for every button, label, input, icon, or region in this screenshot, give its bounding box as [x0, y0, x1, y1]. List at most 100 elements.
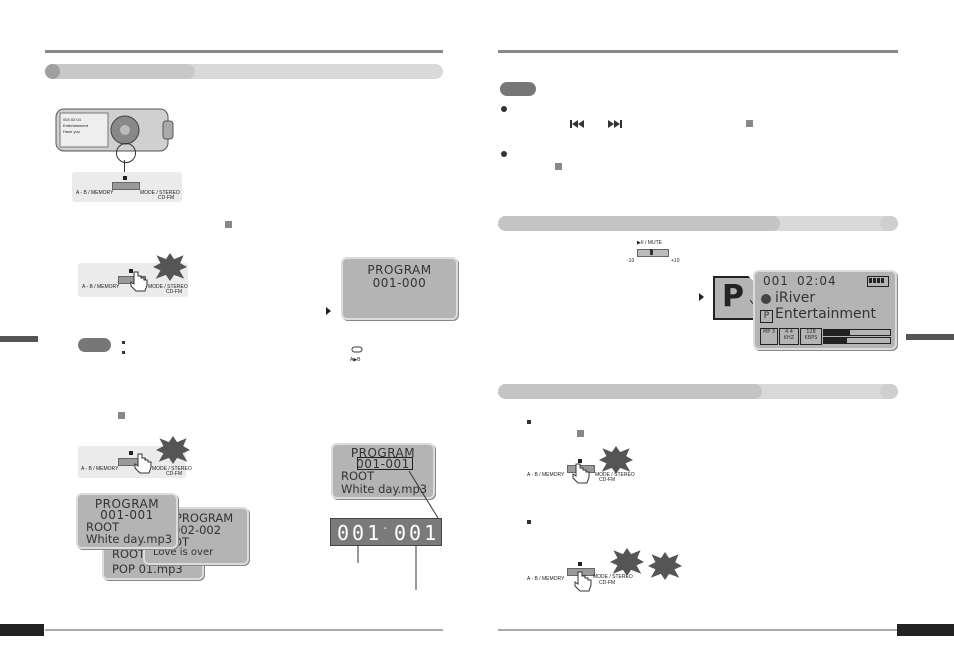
right-bullet-3: [527, 420, 531, 424]
lcd2-title: PROGRAM: [350, 446, 416, 460]
stack1-row2: White day.mp3: [86, 532, 173, 546]
memory-label-2: A - B / MEMORY: [82, 284, 120, 290]
player-track: 001: [763, 274, 789, 288]
right-memory-label-2: A - B / MEMORY: [527, 576, 565, 582]
right-marker-1: [746, 120, 753, 127]
scale-right: +10: [671, 258, 680, 264]
number-highlight: [357, 457, 413, 470]
stack2-row2: Love is over: [153, 547, 214, 558]
memory-label-3: A - B / MEMORY: [81, 466, 119, 472]
badge-kbps: 128 KBPS: [800, 328, 822, 345]
right-bullet-2: [501, 151, 507, 157]
big-right: 001: [394, 521, 440, 545]
press-burst-5: [648, 552, 682, 580]
note-bullet-1: [122, 341, 125, 344]
zoom-lines: [357, 470, 439, 590]
arrow-right-icon-2: [699, 293, 704, 301]
player-device: 004 02:04 Entertainment Have you: [55, 105, 175, 155]
mode-label-3: MODE / STEREO: [152, 466, 192, 472]
big-number-display: 001 - 001: [330, 518, 442, 546]
battery-icon: [867, 276, 889, 287]
cdfm-label-2: CD-FM: [166, 289, 183, 295]
right-section-band-2: [498, 384, 898, 399]
left-section-band: [45, 64, 443, 79]
press-burst-1: [153, 253, 187, 281]
left-bottom-rule: [45, 629, 443, 631]
right-marker-3: [577, 430, 584, 437]
hand-icon-4: [574, 571, 592, 592]
right-mode-label-1: MODE / STEREO: [595, 472, 635, 478]
left-top-rule: [45, 50, 443, 53]
mode-slider[interactable]: [112, 182, 140, 190]
lcd2-number: 001-001: [356, 457, 410, 471]
device-line3: Have you: [63, 129, 80, 134]
callout-line: [124, 160, 125, 172]
right-memory-label-1: A - B / MEMORY: [527, 472, 565, 478]
volume-slider[interactable]: [637, 249, 669, 257]
stack1-row1: ROOT: [86, 520, 120, 534]
right-cdfm-label-2: CD-FM: [599, 580, 616, 586]
lcd-program-2: PROGRAM 001-001 ROOT White day.mp3: [331, 443, 435, 499]
device-line2: Entertainment: [63, 123, 88, 128]
lcd-program-number: 001-000: [372, 276, 427, 290]
lcd-program: PROGRAM 001-000: [341, 257, 458, 320]
stack1-title: PROGRAM: [94, 497, 160, 511]
stack1-number: 001-001: [100, 508, 154, 522]
right-top-rule: [498, 50, 898, 53]
level-bar-l: [823, 329, 891, 336]
stack2-title: PROGRAM: [175, 511, 234, 525]
right-note-pill: [500, 82, 536, 96]
big-sep: -: [382, 523, 392, 534]
cdfm-label-3: CD-FM: [166, 471, 183, 477]
left-side-tab: [0, 336, 38, 342]
press-burst-4: [610, 548, 644, 576]
right-cdfm-label-1: CD-FM: [599, 477, 616, 483]
right-bottom-rule: [498, 629, 898, 631]
artist-icon: [761, 294, 771, 304]
player-time: 02:04: [797, 274, 837, 288]
right-bullet-1: [501, 106, 507, 112]
badge-khz: 4 4 KHZ: [779, 328, 799, 345]
hand-icon: [130, 271, 148, 292]
stack-lcd-1: PROGRAM 001-001 ROOT White day.mp3: [76, 493, 178, 549]
right-marker-2: [555, 163, 562, 170]
left-page-tab: [0, 624, 44, 636]
memory-label: A - B / MEMORY: [76, 190, 114, 196]
p-small-icon: P: [760, 310, 773, 323]
big-left: 001: [337, 521, 383, 545]
ab-label: A▶B: [350, 357, 361, 363]
mode-label: MODE / STEREO: [140, 190, 180, 196]
slider-panel-1: A - B / MEMORY MODE / STEREO CD-FM: [72, 172, 182, 202]
cdfm-label: CD-FM: [158, 195, 175, 201]
note-pill: [78, 338, 111, 352]
lcd2-row1: ROOT: [341, 469, 375, 483]
lcd-program-title: PROGRAM: [367, 263, 432, 277]
right-section-band-1: [498, 216, 898, 231]
mute-label: ▶II / MUTE: [637, 240, 662, 246]
level-bar-r: [823, 337, 891, 344]
player-artist: iRiver: [775, 290, 816, 306]
stack4-row1: ROOT: [112, 547, 146, 561]
arrow-right-icon: [326, 307, 331, 315]
badge-mp3: MP 3: [760, 328, 778, 345]
right-side-tab: [906, 334, 954, 340]
repeat-icon: [351, 346, 363, 353]
p-badge-letter: P: [722, 279, 744, 314]
mode-label-2: MODE / STEREO: [148, 284, 188, 290]
lcd2-row2: White day.mp3: [341, 482, 428, 496]
marker-square: [225, 221, 232, 228]
press-burst-3: [599, 446, 633, 474]
scale-left: -10: [627, 258, 635, 264]
press-burst-2: [156, 436, 190, 464]
marker-square-2: [118, 412, 125, 419]
hand-icon-3: [572, 463, 590, 484]
prev-icon: [570, 120, 584, 128]
next-icon: [608, 120, 622, 128]
player-title: Entertainment: [775, 306, 877, 322]
player-lcd: 001 02:04 iRiver P Entertainment MP 3 4 …: [753, 270, 897, 350]
hand-icon-2: [134, 453, 152, 474]
callout-circle: [116, 143, 136, 163]
device-line1: 004 02:04: [63, 117, 81, 122]
right-page-tab: [897, 624, 954, 636]
right-mode-label-2: MODE / STEREO: [593, 574, 633, 580]
